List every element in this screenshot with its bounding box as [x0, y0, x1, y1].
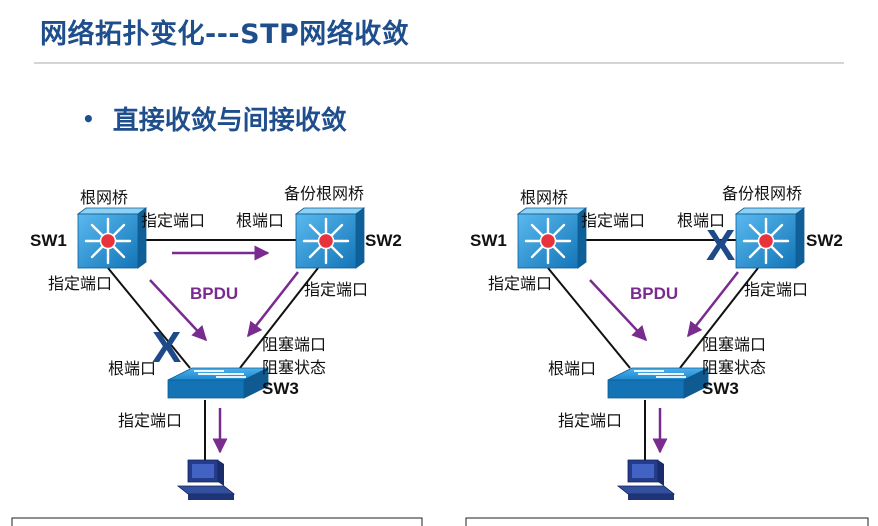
sw1-switch-icon: [76, 206, 148, 270]
failure-x-icon: X: [152, 323, 181, 372]
bpdu-arrow-down-right: [247, 271, 299, 338]
link-sw2-sw3: [239, 267, 319, 369]
caption-box-left: [11, 517, 423, 526]
bpdu-arrow-down-left: [149, 279, 208, 342]
link-sw2-sw3: [679, 267, 759, 369]
sw3-name: SW3: [702, 379, 739, 398]
sw3-designated-port: 指定端口: [558, 411, 622, 430]
sw2-root-port: 根端口: [677, 211, 725, 230]
sw1-designated-port-right: 指定端口: [141, 211, 205, 230]
sw3-blocked-port: 阻塞端口: [262, 335, 326, 354]
sw1-designated-port-right: 指定端口: [581, 211, 645, 230]
sw1-name: SW1: [470, 231, 507, 250]
diagram-right: X 根网桥 备份根网桥 SW1 SW2 SW3 指定端口 根端口 指定端口 指定…: [470, 184, 843, 501]
bpdu-label: BPDU: [630, 284, 678, 303]
bpdu-arrow-down-right: [687, 271, 739, 338]
sw3-blocked-state: 阻塞状态: [702, 358, 766, 377]
sw2-switch-icon: [734, 206, 806, 270]
sw2-name: SW2: [365, 231, 402, 250]
sw1-name: SW1: [30, 231, 67, 250]
sw3-blocked-state: 阻塞状态: [262, 358, 326, 377]
bullet-point: • 直接收敛与间接收敛: [82, 100, 347, 137]
backup-root-bridge-label: 备份根网桥: [722, 184, 802, 203]
bpdu-label: BPDU: [190, 284, 238, 303]
sw1-switch-icon: [516, 206, 588, 270]
bpdu-arrow-down-left: [589, 279, 648, 342]
sw3-designated-port: 指定端口: [118, 411, 182, 430]
pc-icon: [177, 459, 235, 501]
pc-icon: [617, 459, 675, 501]
sw3-root-port: 根端口: [548, 359, 596, 378]
sw3-name: SW3: [262, 379, 299, 398]
sw2-root-port: 根端口: [236, 211, 284, 230]
title-divider: [34, 62, 844, 64]
bullet-dot-icon: •: [82, 107, 95, 131]
diagram-left: X 根网桥 备份根网桥 SW1 SW2 SW3 指定端口 根端口 指定端口 指定…: [30, 184, 402, 501]
bullet-text: 直接收敛与间接收敛: [112, 106, 347, 136]
sw3-root-port: 根端口: [108, 359, 156, 378]
root-bridge-label: 根网桥: [80, 188, 128, 207]
caption-box-right: [465, 517, 869, 526]
failure-x-icon: X: [706, 221, 735, 270]
slide-title: 网络拓扑变化---STP网络收敛: [40, 19, 410, 50]
sw2-designated-port: 指定端口: [304, 280, 368, 299]
sw3-switch-icon: [167, 367, 269, 399]
sw1-designated-port-down: 指定端口: [48, 274, 112, 293]
link-sw1-sw3: [547, 267, 631, 369]
link-sw1-sw3: [107, 267, 191, 369]
sw2-switch-icon: [294, 206, 366, 270]
sw2-name: SW2: [806, 231, 843, 250]
sw3-blocked-port: 阻塞端口: [702, 335, 766, 354]
sw3-switch-icon: [607, 367, 709, 399]
sw2-designated-port: 指定端口: [744, 280, 808, 299]
root-bridge-label: 根网桥: [520, 188, 568, 207]
backup-root-bridge-label: 备份根网桥: [284, 184, 364, 203]
sw1-designated-port-down: 指定端口: [488, 274, 552, 293]
